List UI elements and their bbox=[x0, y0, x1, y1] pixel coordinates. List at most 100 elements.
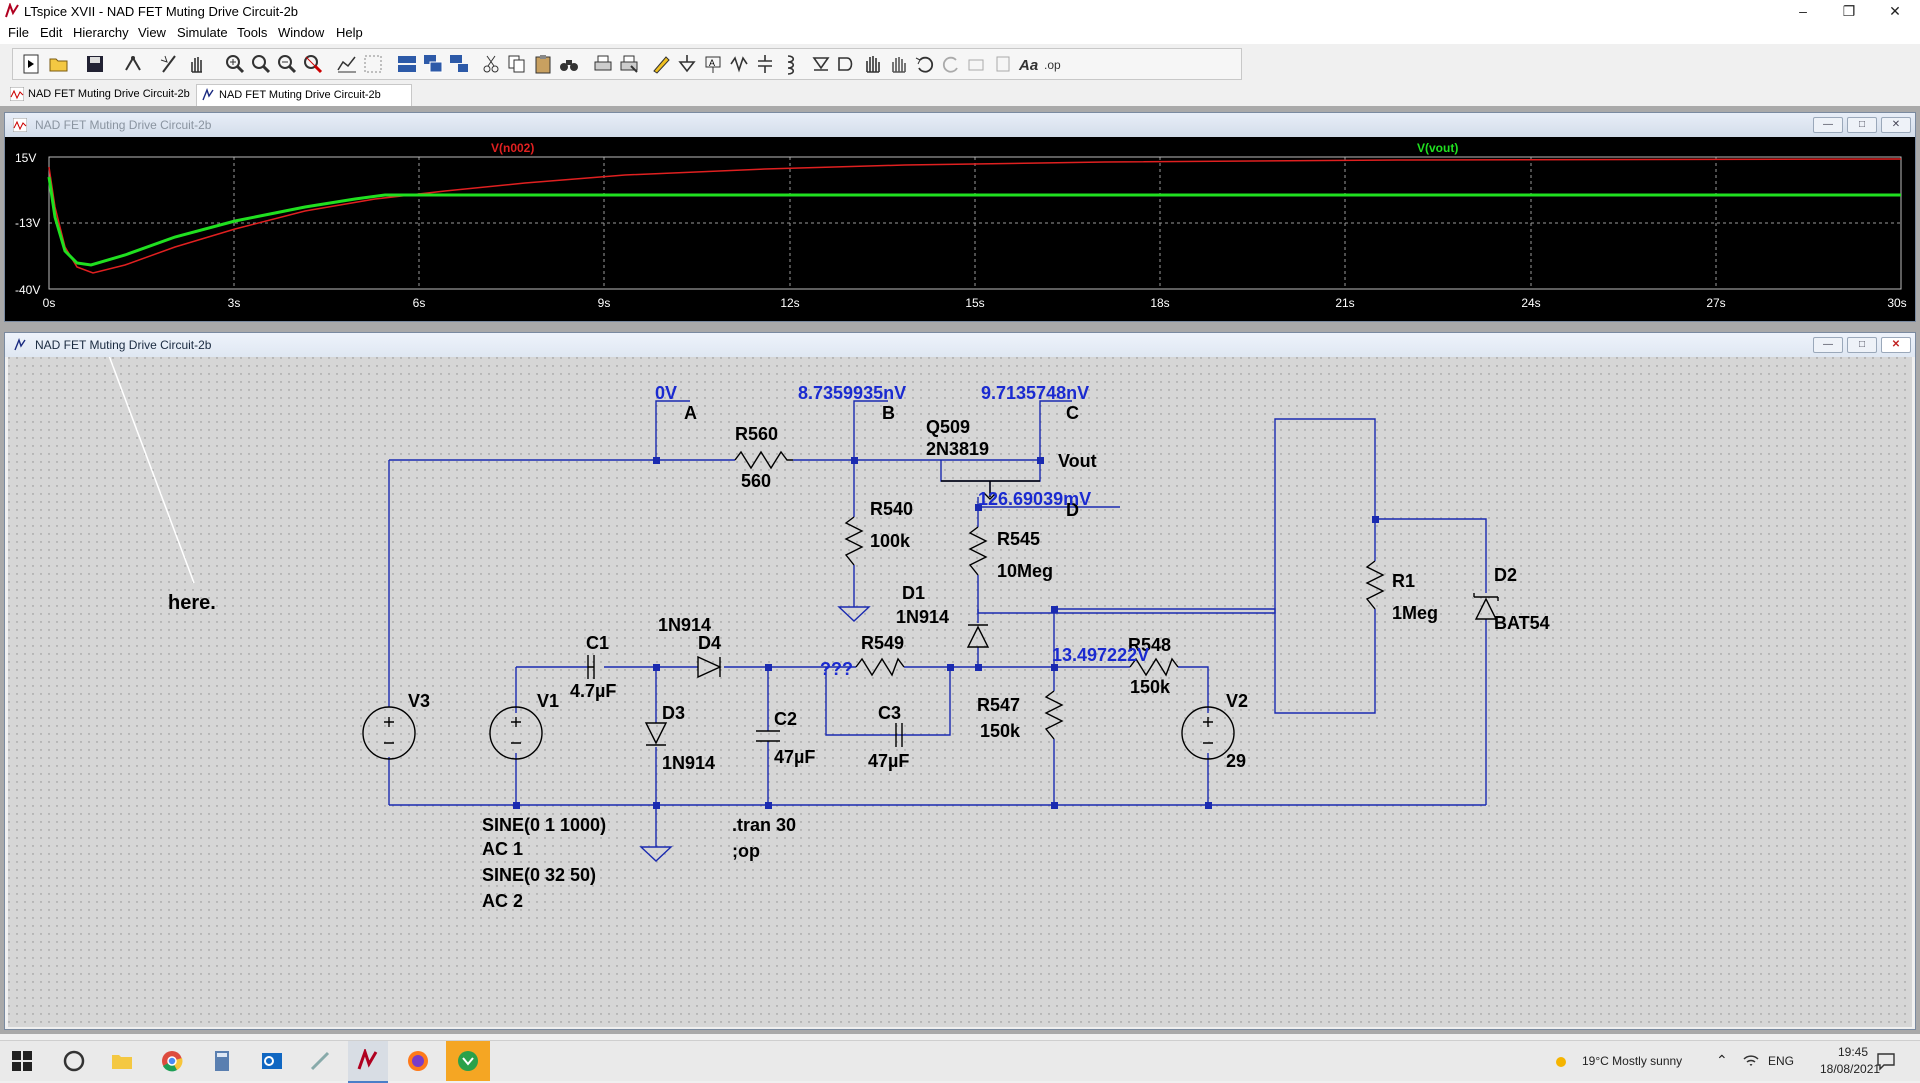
weather-sun-icon bbox=[1556, 1057, 1566, 1067]
capacitor-c3[interactable] bbox=[895, 723, 903, 747]
resistor-r560[interactable] bbox=[734, 450, 793, 470]
tray-chevron-up-icon[interactable]: ⌃ bbox=[1716, 1052, 1728, 1068]
text-icon[interactable]: Aa bbox=[1017, 52, 1041, 76]
redo-icon[interactable] bbox=[939, 52, 963, 76]
ground-icon[interactable] bbox=[675, 52, 699, 76]
calculator-icon[interactable] bbox=[210, 1049, 234, 1073]
capacitor-c1[interactable] bbox=[587, 655, 595, 679]
zoom-fit-icon[interactable] bbox=[301, 52, 325, 76]
run-simulation-icon[interactable] bbox=[157, 52, 181, 76]
language-indicator[interactable]: ENG bbox=[1768, 1054, 1795, 1068]
schematic-close-button[interactable]: ✕ bbox=[1881, 337, 1911, 353]
rotate-icon[interactable] bbox=[965, 52, 989, 76]
drag-hand-icon[interactable] bbox=[887, 52, 911, 76]
minimize-button[interactable]: – bbox=[1799, 3, 1807, 19]
autorange-icon[interactable] bbox=[335, 52, 359, 76]
svg-text:.op: .op bbox=[1044, 58, 1061, 72]
tab-waveform[interactable]: NAD FET Muting Drive Circuit-2b bbox=[6, 84, 214, 105]
diode-icon[interactable] bbox=[809, 52, 833, 76]
diode-d4[interactable] bbox=[697, 655, 722, 679]
inductor-icon[interactable] bbox=[779, 52, 803, 76]
outlook-icon[interactable] bbox=[260, 1049, 284, 1073]
file-explorer-icon[interactable] bbox=[110, 1049, 134, 1073]
waveform-maximize-button[interactable]: □ bbox=[1847, 117, 1877, 133]
capacitor-icon[interactable] bbox=[753, 52, 777, 76]
taskbar-highlighted-app[interactable] bbox=[446, 1041, 490, 1081]
close-button[interactable]: ✕ bbox=[1889, 3, 1901, 19]
weather-text[interactable]: 19°C Mostly sunny bbox=[1582, 1054, 1683, 1068]
menu-simulate[interactable]: Simulate bbox=[177, 25, 228, 40]
menu-edit[interactable]: Edit bbox=[40, 25, 63, 40]
schematic-maximize-button[interactable]: □ bbox=[1847, 337, 1877, 353]
jfet-q509[interactable] bbox=[941, 480, 1040, 500]
app-icon[interactable] bbox=[308, 1049, 332, 1073]
voltage-source-v1[interactable] bbox=[489, 706, 543, 760]
cut-icon[interactable] bbox=[479, 52, 503, 76]
windows-start-icon[interactable] bbox=[12, 1051, 32, 1071]
undo-icon[interactable] bbox=[913, 52, 937, 76]
firefox-icon[interactable] bbox=[406, 1049, 430, 1073]
taskbar-ltspice-button[interactable] bbox=[348, 1041, 388, 1083]
trace-label-vn002[interactable]: V(n002) bbox=[491, 141, 534, 155]
paste-icon[interactable] bbox=[531, 52, 555, 76]
net-label-d: D bbox=[1066, 500, 1079, 520]
menu-hierarchy[interactable]: Hierarchy bbox=[73, 25, 129, 40]
zoom-out-icon[interactable] bbox=[275, 52, 299, 76]
waveform-minimize-button[interactable]: — bbox=[1813, 117, 1843, 133]
move-hand-icon[interactable] bbox=[861, 52, 885, 76]
label-c3: C3 bbox=[878, 703, 901, 723]
resistor-r545[interactable] bbox=[968, 526, 988, 576]
wifi-icon[interactable] bbox=[1742, 1053, 1760, 1069]
open-folder-icon[interactable] bbox=[47, 52, 71, 76]
resistor-r547[interactable] bbox=[1044, 690, 1064, 740]
grid-icon[interactable] bbox=[361, 52, 385, 76]
zoom-in-icon[interactable] bbox=[223, 52, 247, 76]
spice-directive-icon[interactable]: .op bbox=[1043, 52, 1067, 76]
zoom-pan-icon[interactable] bbox=[249, 52, 273, 76]
print-icon[interactable] bbox=[591, 52, 615, 76]
tile-horizontal-icon[interactable] bbox=[395, 52, 419, 76]
tile-vertical-icon[interactable] bbox=[447, 52, 471, 76]
component-icon[interactable] bbox=[835, 52, 859, 76]
save-icon[interactable] bbox=[83, 52, 107, 76]
menu-file[interactable]: File bbox=[8, 25, 29, 40]
clock-date[interactable]: 18/08/2021 bbox=[1820, 1062, 1881, 1076]
net-label-icon[interactable]: A bbox=[701, 52, 725, 76]
resistor-r1[interactable] bbox=[1365, 560, 1385, 610]
draw-wire-pencil-icon[interactable] bbox=[649, 52, 673, 76]
schematic-minimize-button[interactable]: — bbox=[1813, 337, 1843, 353]
waveform-plot[interactable]: V(n002) V(vout) 15V -13V -40V 0s 3s 6s 9… bbox=[5, 137, 1915, 321]
voltage-source-v3[interactable] bbox=[362, 706, 416, 760]
capacitor-c2[interactable] bbox=[756, 730, 780, 742]
waveform-close-button[interactable]: ✕ bbox=[1881, 117, 1911, 133]
clock-time[interactable]: 19:45 bbox=[1838, 1045, 1869, 1059]
find-binoculars-icon[interactable] bbox=[557, 52, 581, 76]
trace-label-vout[interactable]: V(vout) bbox=[1417, 141, 1458, 155]
voltage-source-v2[interactable] bbox=[1181, 706, 1235, 760]
menu-window[interactable]: Window bbox=[278, 25, 325, 40]
resistor-r549[interactable] bbox=[855, 657, 905, 677]
halt-hand-icon[interactable] bbox=[185, 52, 209, 76]
resistor-r548[interactable] bbox=[1129, 657, 1179, 677]
chrome-icon[interactable] bbox=[160, 1049, 184, 1073]
diode-d2[interactable] bbox=[1473, 593, 1499, 620]
copy-icon[interactable] bbox=[505, 52, 529, 76]
resistor-icon[interactable] bbox=[727, 52, 751, 76]
resistor-r540[interactable] bbox=[844, 516, 864, 566]
notification-center-icon[interactable] bbox=[1876, 1051, 1896, 1071]
cascade-windows-icon[interactable] bbox=[421, 52, 445, 76]
control-panel-icon[interactable] bbox=[121, 52, 145, 76]
tab-schematic[interactable]: NAD FET Muting Drive Circuit-2b bbox=[196, 84, 412, 106]
new-schematic-icon[interactable] bbox=[19, 52, 43, 76]
menu-view[interactable]: View bbox=[138, 25, 166, 40]
diode-d1[interactable] bbox=[966, 624, 990, 648]
print-preview-icon[interactable] bbox=[617, 52, 641, 76]
cortana-icon[interactable] bbox=[62, 1049, 86, 1073]
schematic-window-icon bbox=[14, 338, 26, 351]
restore-button[interactable]: ❐ bbox=[1842, 3, 1856, 19]
menu-help[interactable]: Help bbox=[336, 25, 363, 40]
schematic-canvas[interactable]: here. bbox=[8, 357, 1912, 1027]
mirror-icon[interactable] bbox=[991, 52, 1015, 76]
diode-d3[interactable] bbox=[644, 722, 668, 746]
menu-tools[interactable]: Tools bbox=[237, 25, 268, 40]
